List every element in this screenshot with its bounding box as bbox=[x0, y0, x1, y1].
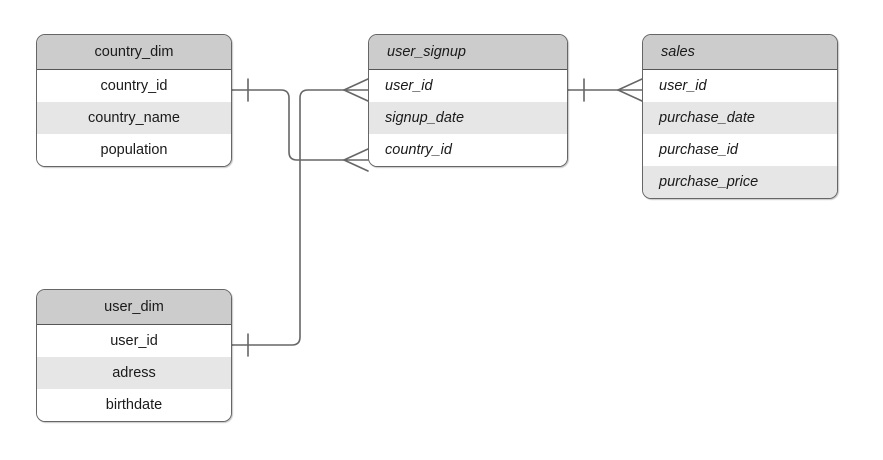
field-user-signup-signup-date[interactable]: signup_date bbox=[369, 102, 567, 134]
field-country-dim-country-id[interactable]: country_id bbox=[37, 70, 231, 102]
field-sales-purchase-price[interactable]: purchase_price bbox=[643, 166, 837, 198]
connector-country-to-signup bbox=[231, 89, 345, 161]
cardinality-many-signup-country-id bbox=[343, 148, 369, 172]
field-country-dim-country-name[interactable]: country_name bbox=[37, 102, 231, 134]
entity-country-dim[interactable]: country_dim country_id country_name popu… bbox=[36, 34, 232, 167]
field-user-dim-birthdate[interactable]: birthdate bbox=[37, 389, 231, 421]
entity-sales-title: sales bbox=[643, 35, 837, 70]
entity-user-dim[interactable]: user_dim user_id adress birthdate bbox=[36, 289, 232, 422]
entity-sales[interactable]: sales user_id purchase_date purchase_id … bbox=[642, 34, 838, 199]
cardinality-many-sales-user-id bbox=[617, 78, 643, 102]
field-user-signup-country-id[interactable]: country_id bbox=[369, 134, 567, 166]
entity-user-dim-title: user_dim bbox=[37, 290, 231, 325]
field-sales-user-id[interactable]: user_id bbox=[643, 70, 837, 102]
entity-user-signup-title: user_signup bbox=[369, 35, 567, 70]
cardinality-many-signup-user-id bbox=[343, 78, 369, 102]
entity-country-dim-title: country_dim bbox=[37, 35, 231, 70]
field-country-dim-population[interactable]: population bbox=[37, 134, 231, 166]
field-user-signup-user-id[interactable]: user_id bbox=[369, 70, 567, 102]
field-user-dim-user-id[interactable]: user_id bbox=[37, 325, 231, 357]
field-user-dim-adress[interactable]: adress bbox=[37, 357, 231, 389]
field-sales-purchase-date[interactable]: purchase_date bbox=[643, 102, 837, 134]
field-sales-purchase-id[interactable]: purchase_id bbox=[643, 134, 837, 166]
entity-user-signup[interactable]: user_signup user_id signup_date country_… bbox=[368, 34, 568, 167]
connector-userdim-to-signup bbox=[231, 89, 345, 346]
